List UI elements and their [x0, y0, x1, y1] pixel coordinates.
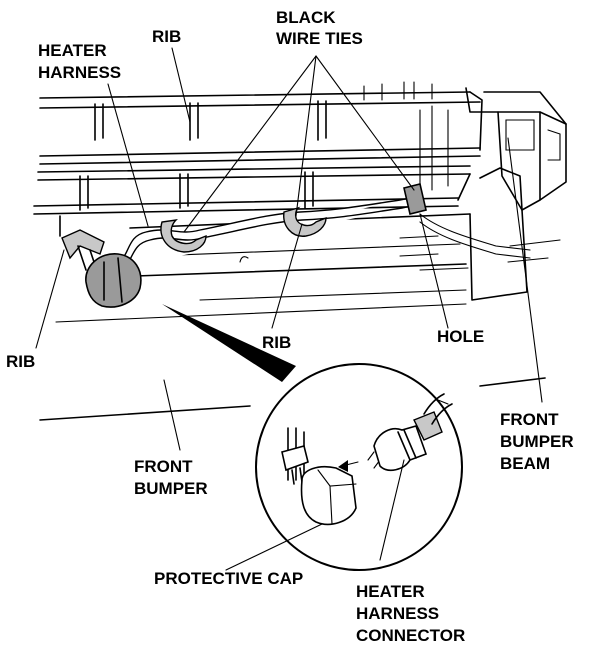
label-rib-left: RIB	[6, 352, 35, 371]
label-black: BLACK	[276, 8, 336, 27]
front-bumper-beam	[465, 87, 567, 301]
label-front-beam: FRONT	[500, 410, 559, 429]
label-front: FRONT	[134, 457, 193, 476]
label-rib-center: RIB	[262, 333, 291, 352]
black-wire-tie-2	[283, 206, 327, 237]
detail-callout-circle	[255, 363, 463, 571]
grille-frame	[33, 81, 483, 215]
label-connector: CONNECTOR	[356, 626, 465, 645]
labels: BLACK WIRE TIES HEATER HARNESS RIB RIB R…	[6, 8, 574, 645]
black-wire-tie-3	[403, 183, 427, 215]
label-harness: HARNESS	[38, 63, 121, 82]
leader-lines	[35, 47, 543, 571]
label-bumper: BUMPER	[134, 479, 208, 498]
heater-harness-wire	[119, 195, 531, 269]
label-hole: HOLE	[437, 327, 484, 346]
label-heater: HEATER	[38, 41, 107, 60]
black-wire-tie-1	[160, 219, 207, 253]
detail-pointer	[162, 304, 296, 382]
label-rib-top: RIB	[152, 27, 181, 46]
label-protective-cap: PROTECTIVE CAP	[154, 569, 303, 588]
front-bumper	[39, 213, 561, 421]
heater-connector-main	[61, 229, 142, 308]
label-bumper-beam: BUMPER	[500, 432, 574, 451]
label-connector-harness: HARNESS	[356, 604, 439, 623]
label-connector-heater: HEATER	[356, 582, 425, 601]
label-beam: BEAM	[500, 454, 550, 473]
label-wire-ties: WIRE TIES	[276, 29, 363, 48]
